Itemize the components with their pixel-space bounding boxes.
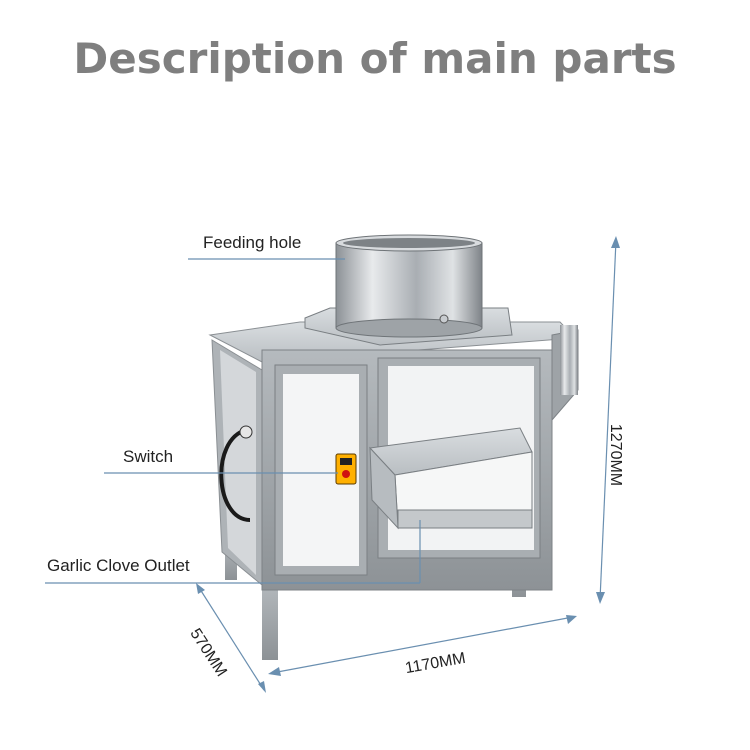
- page-title: Description of main parts: [73, 34, 677, 83]
- switch-box[interactable]: [335, 453, 357, 485]
- power-cable: [219, 428, 251, 522]
- outlet-chute: [368, 427, 533, 530]
- dimension-arrows: [196, 236, 620, 693]
- feeding-hopper: [335, 234, 483, 338]
- label-switch: Switch: [123, 447, 174, 466]
- label-outlet: Garlic Clove Outlet: [47, 556, 190, 575]
- label-feeding-hole: Feeding hole: [203, 233, 302, 252]
- dimension-height: 1270MM: [607, 423, 625, 487]
- leader-lines: [45, 258, 421, 584]
